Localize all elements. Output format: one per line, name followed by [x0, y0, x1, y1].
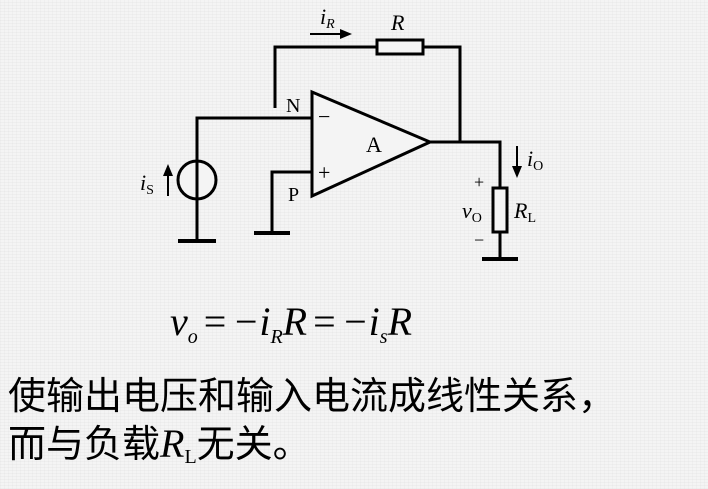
formula-term1-sub: R	[270, 326, 283, 348]
op-amp	[310, 89, 434, 199]
output-voltage-label: vO	[462, 198, 482, 226]
output-current-arrow	[512, 146, 522, 178]
feedback-current-label: iR	[320, 4, 335, 32]
feedback-resistor-label: R	[390, 10, 405, 35]
load-plus-label: +	[474, 172, 484, 192]
description-line1: 使输出电压和输入电流成线性关系，	[8, 374, 617, 418]
node-n-label: N	[286, 95, 300, 117]
source-current-label: iS	[140, 170, 154, 198]
feedback-resistor	[375, 38, 425, 56]
circuit-diagram: iR R N P − + A iS iO + vO − RL	[140, 4, 543, 261]
output-current-label: iO	[527, 146, 543, 174]
formula-term2-sub: s	[379, 326, 388, 348]
description-text: 使输出电压和输入电流成线性关系， 而与负载RL无关。	[8, 372, 708, 481]
formula-lhs-sub: o	[187, 326, 198, 348]
description-line2-suffix: 无关。	[196, 422, 311, 466]
transfer-formula: vo=−iRR=−isR	[170, 292, 530, 352]
formula-equals-2: =	[313, 299, 336, 344]
formula-term1-r: R	[282, 299, 308, 344]
wires	[195, 45, 502, 258]
load-resistor	[491, 186, 509, 234]
formula-term1: −i	[232, 299, 271, 344]
load-resistor-label: RL	[513, 198, 536, 226]
formula-equals-1: =	[203, 299, 227, 344]
source-current-arrow	[163, 164, 173, 196]
amplifier-label: A	[366, 132, 382, 157]
plus-input-label: +	[318, 160, 330, 185]
feedback-current-arrow	[310, 29, 352, 39]
formula-lhs: v	[170, 299, 188, 344]
load-minus-label: −	[474, 230, 484, 250]
formula-term2-r: R	[387, 299, 412, 344]
formula-term2: −i	[341, 299, 380, 344]
node-p-label: P	[288, 184, 299, 206]
description-line2: 而与负载RL无关。	[8, 420, 708, 481]
description-load-symbol: RL	[160, 421, 197, 468]
current-source	[176, 159, 218, 201]
minus-input-label: −	[318, 104, 330, 129]
description-line2-prefix: 而与负载	[8, 422, 161, 466]
